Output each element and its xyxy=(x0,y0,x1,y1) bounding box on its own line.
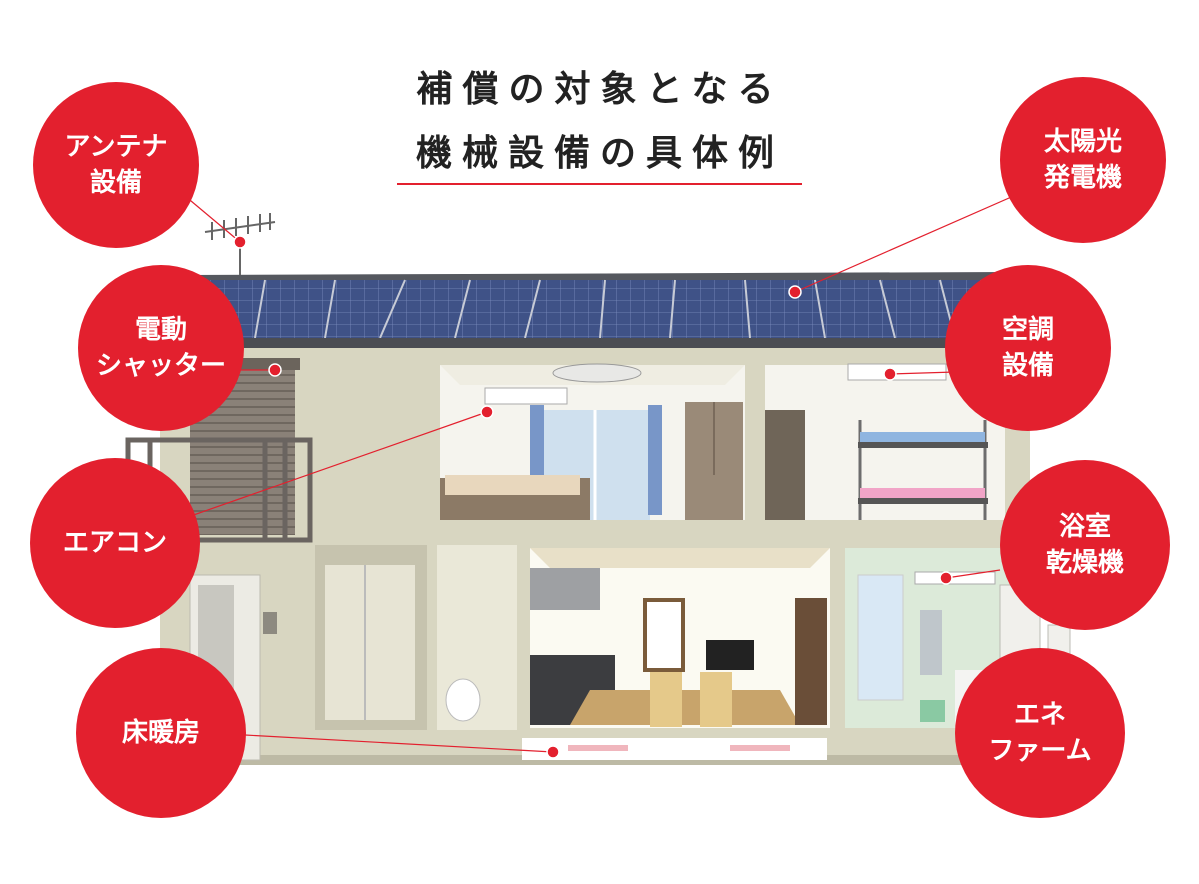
callout-ene-farm: エネ ファーム xyxy=(955,648,1125,818)
callout-floor-heating: 床暖房 xyxy=(76,648,246,818)
callout-shutter: 電動 シャッター xyxy=(78,265,244,431)
page-title: 補償の対象となる 機械設備の具体例 xyxy=(330,58,870,186)
callout-solar: 太陽光 発電機 xyxy=(1000,77,1166,243)
title-underline xyxy=(397,183,802,185)
floor-heating-strip xyxy=(522,738,827,760)
bath-dryer-unit-icon xyxy=(914,571,996,585)
dot-floor-heating xyxy=(546,745,560,759)
aircon-unit-icon xyxy=(484,387,568,405)
dot-bath-dryer xyxy=(939,571,953,585)
dot-hvac xyxy=(883,367,897,381)
dot-aircon xyxy=(480,405,494,419)
callout-hvac: 空調 設備 xyxy=(945,265,1111,431)
connector-aircon xyxy=(184,411,488,519)
callout-bath-dryer: 浴室 乾燥機 xyxy=(1000,460,1170,630)
connector-floor-heating xyxy=(244,734,554,753)
title-line-2: 機械設備の具体例 xyxy=(415,133,784,174)
callout-aircon: エアコン xyxy=(30,458,200,628)
connector-solar xyxy=(794,179,1051,293)
title-line-1: 補償の対象となる xyxy=(416,69,784,110)
dot-shutter xyxy=(268,363,282,377)
callout-antenna: アンテナ 設備 xyxy=(33,82,199,248)
dot-antenna xyxy=(233,235,247,249)
dot-solar xyxy=(788,285,802,299)
connector-hvac xyxy=(889,371,956,375)
connector-bath-dryer xyxy=(945,569,1001,579)
